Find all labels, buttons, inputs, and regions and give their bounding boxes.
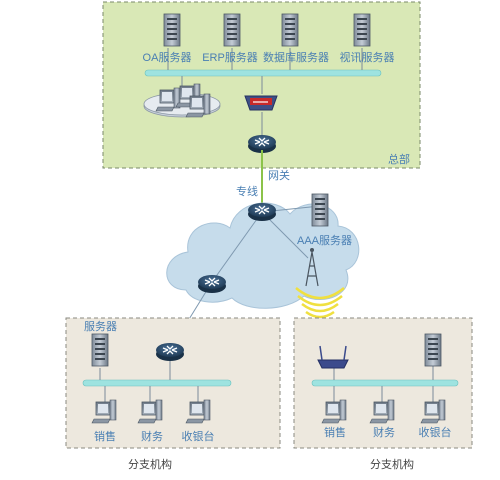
erp-server-label: ERP服务器 [202,52,258,64]
branch-right-label: 分支机构 [370,459,414,471]
radio-tower-icon [305,248,319,287]
terminal-cashier-label: 收银台 [181,431,215,443]
video-server-icon [353,13,371,47]
core-router-icon [247,202,277,222]
firewall-icon [244,95,278,111]
terminal-finance-label: 财务 [141,431,163,443]
terminal-cashier-label: 收银台 [418,427,452,439]
branch-left-router-icon [155,342,185,362]
terminal-sales-label: 销售 [324,427,346,439]
leased-line-label: 专线 [236,186,258,198]
pc-icon [321,399,347,424]
terminal-finance-label: 财务 [373,427,395,439]
database-server-label: 数据库服务器 [263,52,329,64]
erp-server-icon [223,13,241,47]
branch-right-bus [311,379,459,387]
branch-left-label: 分支机构 [128,459,172,471]
video-server-label: 视讯服务器 [339,52,395,64]
aaa-server-label: AAA服务器 [297,235,353,247]
aaa-server-icon [311,193,329,227]
pc-icon [420,399,446,424]
wireless-router-icon [317,345,349,369]
terminal-sales-label: 销售 [94,431,116,443]
branch-server-label: 服务器 [84,321,117,333]
hq-label: 总部 [388,154,410,166]
branch-right-server-icon [424,333,442,367]
hq-bus [144,69,382,77]
database-server-icon [281,13,299,47]
pc-icon [369,399,395,424]
oa-server-icon [163,13,181,47]
pc-icon [137,399,163,424]
cloud-edge-router-icon [197,274,227,294]
wireless-signal-icon [295,287,345,319]
hq-workgroup-icon [143,83,221,118]
oa-server-label: OA服务器 [142,52,192,64]
branch-left-bus [82,379,232,387]
pc-icon [185,399,211,424]
branch-server-icon [91,333,109,367]
gateway-label: 网关 [268,170,290,182]
